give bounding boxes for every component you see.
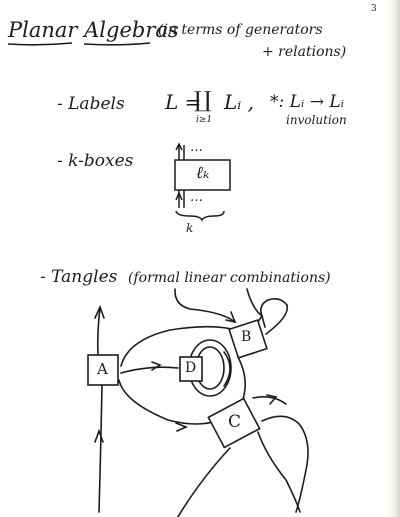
- tangles-note: (formal linear combinations): [128, 270, 331, 286]
- coproduct-symbol: ∐: [194, 88, 212, 113]
- involution-caption: involution: [286, 113, 347, 127]
- page-edge-shadow: [386, 0, 400, 517]
- kbox-label: ℓₖ: [196, 163, 210, 183]
- tangles-bullet: - Tangles: [40, 267, 118, 287]
- labels-formula-term: Lᵢ ,: [224, 90, 255, 114]
- page-title: Planar Algebras: [8, 18, 179, 42]
- kbox: [174, 159, 231, 191]
- tangle-box-b: [228, 319, 268, 359]
- labels-bullet: - Labels: [57, 94, 125, 114]
- coproduct-index: i≥1: [196, 115, 213, 125]
- tangle-label-d: D: [185, 360, 197, 376]
- kbox-dots-bottom: …: [190, 190, 203, 205]
- tangle-label-a: A: [97, 360, 108, 378]
- page-number: 3: [371, 4, 377, 14]
- involution-map: *: Lᵢ → Lᵢ: [270, 92, 345, 112]
- tangle-box-d: [179, 356, 203, 382]
- kboxes-bullet: - k-boxes: [57, 151, 134, 171]
- tangle-box-c: [207, 397, 261, 449]
- labels-formula-lhs: L =: [165, 90, 202, 114]
- kbox-dots-top: …: [190, 140, 203, 155]
- title-note-line1: (in terms of generators: [158, 22, 323, 38]
- kbox-k-label: k: [186, 221, 194, 235]
- title-note-line2: + relations): [262, 44, 347, 60]
- tangle-label-c: C: [228, 412, 242, 432]
- tangle-label-b: B: [241, 329, 252, 345]
- tangle-box-a: [87, 354, 119, 386]
